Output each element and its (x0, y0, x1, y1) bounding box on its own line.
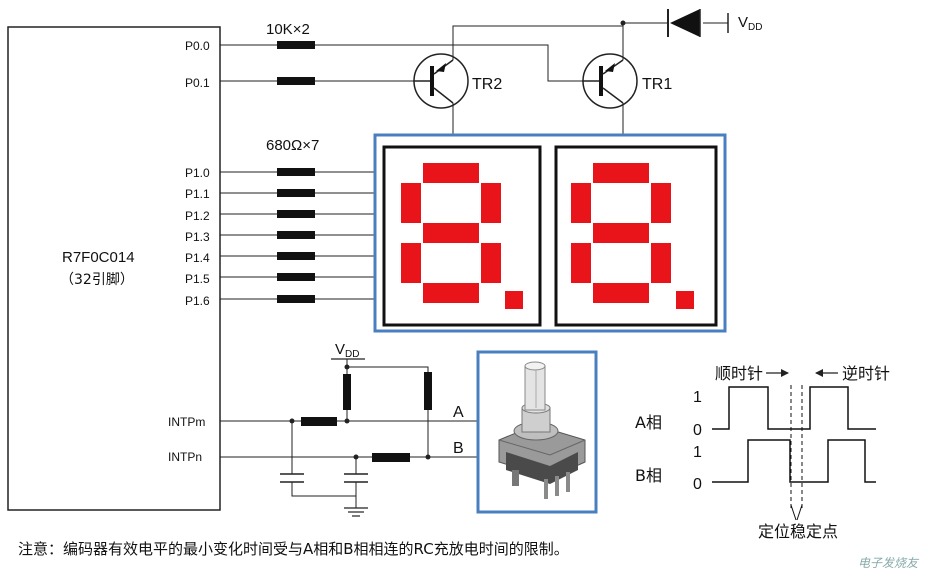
b-low-label: 0 (693, 476, 702, 493)
segment-d (593, 283, 649, 303)
mcu-name: R7F0C014 (62, 249, 135, 266)
segment-resistor (277, 273, 315, 281)
encoder-b-label: B (453, 440, 464, 457)
segment-resistor (277, 252, 315, 260)
diode-icon (670, 9, 700, 37)
encoder-a-label: A (453, 404, 464, 421)
mcu-pins-note: （32引脚） (60, 272, 134, 288)
cw-label: 顺时针 (715, 364, 763, 383)
pin-p13-label: P1.3 (185, 230, 210, 244)
vdd-label-top: VDD (738, 14, 762, 33)
a-phase-waveform (712, 386, 876, 430)
segment-g (423, 223, 479, 243)
a-low-label: 0 (693, 422, 702, 439)
segment-resistor (277, 231, 315, 239)
segment-g (593, 223, 649, 243)
pin-p16-label: P1.6 (185, 294, 210, 308)
a-phase-label: A相 (635, 413, 662, 432)
segment-a (423, 163, 479, 183)
segment-resistor (277, 210, 315, 218)
b-phase-label: B相 (635, 466, 662, 485)
pin-p14-label: P1.4 (185, 251, 210, 265)
segment-resistor (277, 295, 315, 303)
segment-d (423, 283, 479, 303)
segment-b (481, 183, 501, 223)
tr2-label: TR2 (472, 76, 502, 93)
pin-p11-label: P1.1 (185, 187, 210, 201)
pin-p00-label: P0.0 (185, 39, 210, 53)
series-resistor-a (301, 417, 337, 426)
b-phase-waveform (712, 439, 876, 483)
tr1-label: TR1 (642, 76, 672, 93)
pullup-resistor-b (424, 372, 432, 410)
segment-f (401, 183, 421, 223)
transistor-tr2 (413, 53, 469, 109)
transistor-tr1 (582, 53, 638, 109)
pin-p15-label: P1.5 (185, 272, 210, 286)
mcu-block (7, 26, 221, 511)
rotary-encoder-image (498, 361, 586, 499)
port1-pins: P1.0 P1.1 P1.2 P1.3 P1.4 P1.5 P1.6 (185, 166, 375, 308)
pullup-resistor-a (343, 374, 351, 410)
segment-b (651, 183, 671, 223)
digit-left (382, 145, 542, 327)
segment-e (571, 243, 591, 283)
caption-note: 注意：编码器有效电平的最小变化时间受与A相和B相相连的RC充放电时间的限制。 (18, 540, 569, 558)
base-resistor-2 (277, 77, 315, 85)
base-resistor-1 (277, 41, 315, 49)
pin-intpn-label: INTPn (168, 450, 202, 464)
pin-intpm-label: INTPm (168, 415, 205, 429)
ccw-label: 逆时针 (842, 364, 890, 383)
segment-e (401, 243, 421, 283)
segment-dp (676, 291, 694, 309)
b-high-label: 1 (693, 444, 702, 461)
a-high-label: 1 (693, 389, 702, 406)
pin-p12-label: P1.2 (185, 209, 210, 223)
segment-f (571, 183, 591, 223)
watermark: 电子发烧友 (857, 556, 918, 570)
segment-resistor (277, 168, 315, 176)
segment-a (593, 163, 649, 183)
pin-p01-label: P0.1 (185, 76, 210, 90)
segment-c (651, 243, 671, 283)
segment-resistor (277, 189, 315, 197)
segment-dp (505, 291, 523, 309)
base-resistor-label: 10K×2 (266, 21, 310, 38)
digit-right (554, 145, 718, 327)
stable-point-label: 定位稳定点 (758, 522, 838, 541)
vdd-label-encoder: VDD (335, 341, 359, 360)
pin-p10-label: P1.0 (185, 166, 210, 180)
segment-resistor-label: 680Ω×7 (266, 137, 319, 154)
segment-c (481, 243, 501, 283)
series-resistor-b (372, 453, 410, 462)
